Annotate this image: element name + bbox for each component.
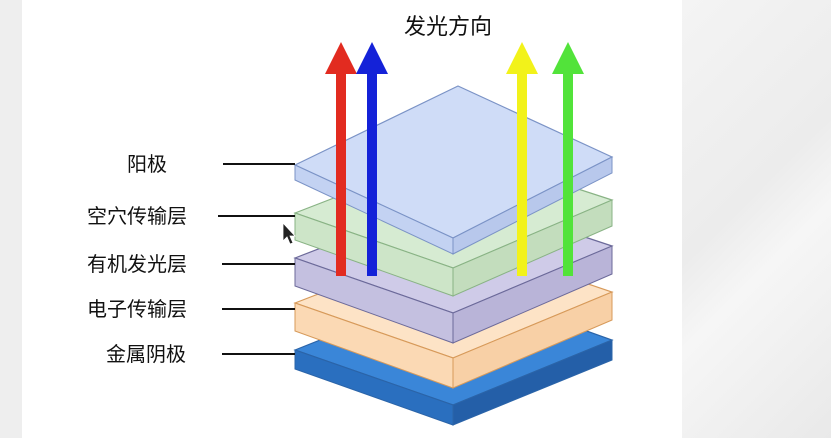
arrow-yellow	[506, 42, 538, 276]
layer-label-anode: 阳极	[127, 152, 167, 176]
mouse-cursor-icon	[282, 221, 296, 245]
background-right-panel	[682, 0, 831, 438]
diagram-title: 发光方向	[404, 15, 493, 40]
arrow-blue	[356, 42, 388, 276]
leader-line-metal-cathode	[222, 353, 295, 355]
background-left-strip	[0, 0, 22, 438]
leader-line-electron-transport	[222, 308, 295, 310]
leader-line-hole-transport	[218, 215, 295, 217]
arrow-green	[552, 42, 584, 276]
layer-label-metal-cathode: 金属阴极	[106, 342, 186, 366]
leader-line-organic-emissive	[222, 263, 295, 265]
layer-label-organic-emissive: 有机发光层	[87, 252, 187, 276]
leader-line-anode	[223, 163, 295, 165]
layer-label-electron-transport: 电子传输层	[87, 297, 187, 321]
layer-label-hole-transport: 空穴传输层	[87, 204, 187, 228]
arrow-red	[325, 42, 357, 276]
